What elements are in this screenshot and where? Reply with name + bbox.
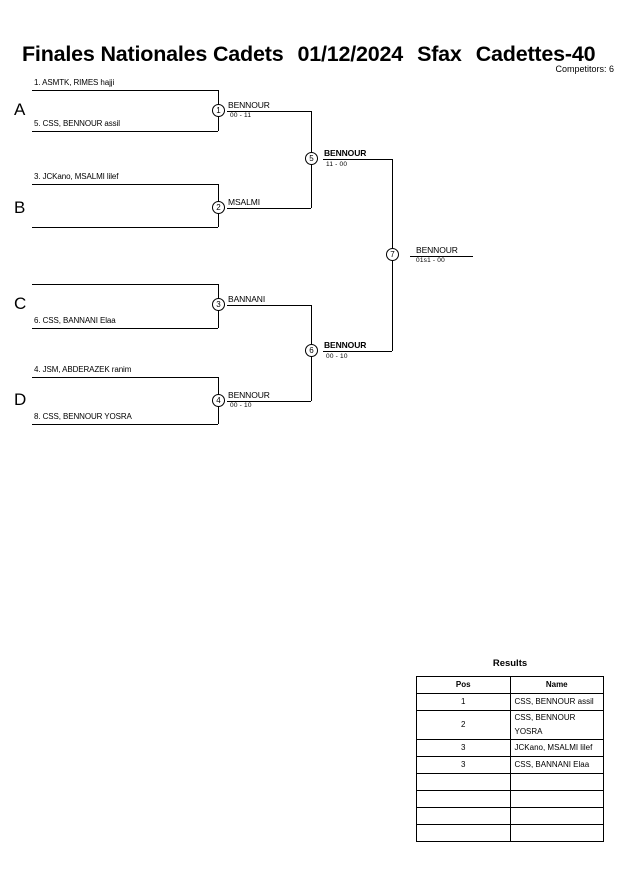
match-winner-7: BENNOUR xyxy=(416,245,458,255)
results-table: Pos Name 1 CSS, BENNOUR assil 2 CSS, BEN… xyxy=(416,676,604,842)
result-name xyxy=(509,790,604,808)
table-row[interactable] xyxy=(416,773,604,791)
match-score-7: 01s1 - 00 xyxy=(416,257,445,264)
table-row[interactable] xyxy=(416,824,604,842)
match-score-1: 00 - 11 xyxy=(230,112,252,119)
title-category: Cadettes-40 xyxy=(475,42,596,66)
title-date: 01/12/2024 xyxy=(297,42,404,66)
bracket-line-entrant-7 xyxy=(32,377,218,378)
table-row[interactable]: 1 CSS, BENNOUR assil xyxy=(416,693,604,711)
match-winner-3: BANNANI xyxy=(228,294,266,304)
match-score-5: 11 - 00 xyxy=(326,161,348,168)
table-row[interactable]: 2 CSS, BENNOUR YOSRA xyxy=(416,710,604,740)
results-col-name: Name xyxy=(509,676,604,694)
bracket-line-entrant-6 xyxy=(32,328,218,329)
entrant-label-2: 5. CSS, BENNOUR assil xyxy=(34,119,120,128)
match-winner-2: MSALMI xyxy=(228,197,260,207)
group-letter-d: D xyxy=(14,390,27,409)
result-pos xyxy=(416,824,511,842)
result-pos: 3 xyxy=(416,739,511,757)
bracket-line-match-6-out xyxy=(323,351,392,352)
bracket-line-entrant-4 xyxy=(32,227,218,228)
entrant-label-1: 1. ASMTK, RIMES hajji xyxy=(34,78,115,87)
result-pos xyxy=(416,807,511,825)
match-winner-4: BENNOUR xyxy=(228,390,270,400)
bracket-line-match-2-out xyxy=(227,208,311,209)
result-pos: 1 xyxy=(416,693,511,711)
entrant-label-3: 3. JCKano, MSALMI lilef xyxy=(34,172,119,181)
entrant-label-7: 4. JSM, ABDERAZEK ranim xyxy=(34,365,132,374)
result-name xyxy=(509,773,604,791)
bracket-line-entrant-3 xyxy=(32,184,218,185)
bracket-line-match-4-out xyxy=(227,401,311,402)
match-node-7[interactable]: 7 xyxy=(386,248,399,261)
entrant-label-8: 8. CSS, BENNOUR YOSRA xyxy=(34,412,132,421)
table-row[interactable]: 3 CSS, BANNANI Elaa xyxy=(416,756,604,774)
result-name xyxy=(509,824,604,842)
match-node-3[interactable]: 3 xyxy=(212,298,225,311)
result-pos: 3 xyxy=(416,756,511,774)
match-node-1[interactable]: 1 xyxy=(212,104,225,117)
match-node-2[interactable]: 2 xyxy=(212,201,225,214)
match-node-5[interactable]: 5 xyxy=(305,152,318,165)
match-winner-6: BENNOUR xyxy=(324,340,367,350)
bracket-line-entrant-5 xyxy=(32,284,218,285)
match-node-4[interactable]: 4 xyxy=(212,394,225,407)
result-name: CSS, BENNOUR YOSRA xyxy=(509,710,604,740)
bracket-line-entrant-1 xyxy=(32,90,218,91)
bracket-line-match-3-out xyxy=(227,305,311,306)
result-name xyxy=(509,807,604,825)
page-title: Finales Nationales Cadets 01/12/2024 Sfax C… xyxy=(22,42,614,67)
table-row[interactable]: 3 JCKano, MSALMI lilef xyxy=(416,739,604,757)
table-row[interactable] xyxy=(416,807,604,825)
result-pos: 2 xyxy=(416,710,511,740)
bracket-line-entrant-2 xyxy=(32,131,218,132)
competitors-count: Competitors: 6 xyxy=(555,64,614,74)
results-header-row: Pos Name xyxy=(416,676,604,694)
bracket-line-match-1-out xyxy=(227,111,311,112)
match-winner-5: BENNOUR xyxy=(324,148,367,158)
result-name: CSS, BENNOUR assil xyxy=(509,693,604,711)
group-letter-c: C xyxy=(14,294,27,313)
results-title: Results xyxy=(492,658,528,669)
title-city: Sfax xyxy=(417,42,462,66)
bracket-line-match-5-out xyxy=(323,159,392,160)
match-score-4: 00 - 10 xyxy=(230,402,252,409)
bracket-line-entrant-8 xyxy=(32,424,218,425)
group-letter-b: B xyxy=(14,198,26,217)
result-name: CSS, BANNANI Elaa xyxy=(509,756,604,774)
bracket-line-match-7-out xyxy=(410,256,473,257)
table-row[interactable] xyxy=(416,790,604,808)
result-pos xyxy=(416,790,511,808)
results-col-pos: Pos xyxy=(416,676,511,694)
match-score-6: 00 - 10 xyxy=(326,353,348,360)
group-letter-a: A xyxy=(14,100,26,119)
match-node-6[interactable]: 6 xyxy=(305,344,318,357)
entrant-label-6: 6. CSS, BANNANI Elaa xyxy=(34,316,116,325)
match-winner-1: BENNOUR xyxy=(228,100,270,110)
title-event-name: Finales Nationales Cadets xyxy=(22,42,284,66)
result-name: JCKano, MSALMI lilef xyxy=(509,739,604,757)
result-pos xyxy=(416,773,511,791)
